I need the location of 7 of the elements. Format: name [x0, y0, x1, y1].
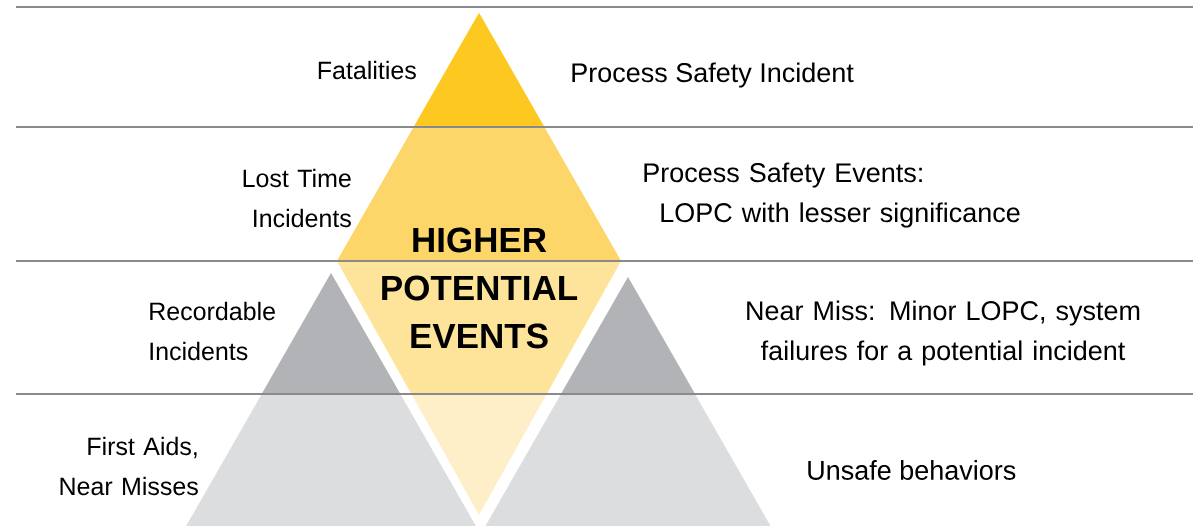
- row-label: Lost Time Incidents: [243, 168, 351, 228]
- row-label: Recordable Incidents: [150, 301, 275, 361]
- description-text: Unsafe behaviors: [808, 460, 1016, 480]
- description-text: Near Miss: Minor LOPC, system failures for a potential incident: [747, 300, 1140, 366]
- row-label: First Aids, Near Misses: [60, 436, 198, 496]
- row-label: Fatalities: [318, 60, 416, 80]
- description-text: Process Safety Incident: [572, 62, 854, 88]
